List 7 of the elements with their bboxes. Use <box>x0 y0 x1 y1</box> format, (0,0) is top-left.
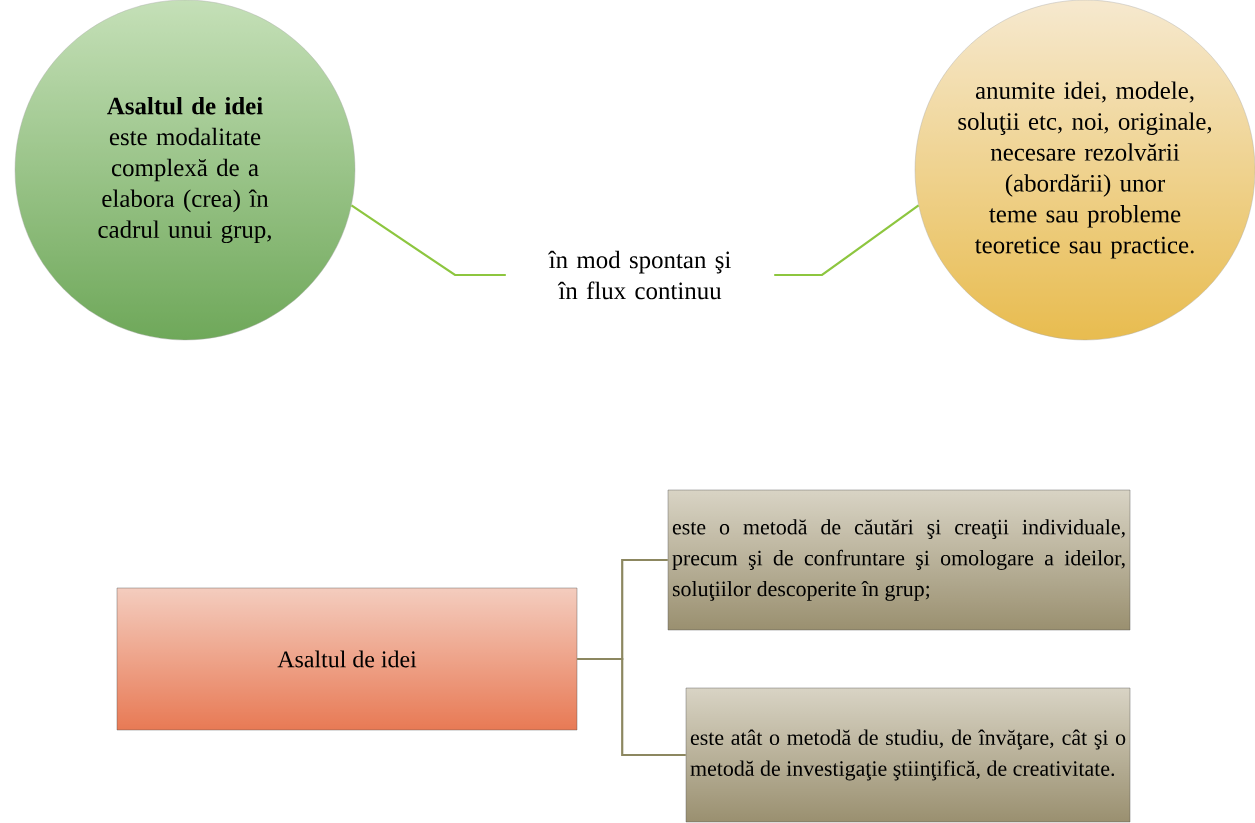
connector-text: în mod spontan şi în flux continuu <box>548 250 731 300</box>
text-box: este o metodă de căutări şi creaţii individuale, precum şi de confruntare şi omologare a ideilor, soluţiilor descoperite în grup; <box>667 489 1131 631</box>
title-box: Asaltul de idei <box>116 587 578 731</box>
connector-line <box>774 204 920 277</box>
text-box: este atât o metodă de studiu, de învăţare, cât şi o metodă de investigaţie ştiinţifică, de creativitate. <box>685 687 1131 823</box>
connector-line <box>350 204 506 277</box>
connector-line <box>577 657 686 757</box>
